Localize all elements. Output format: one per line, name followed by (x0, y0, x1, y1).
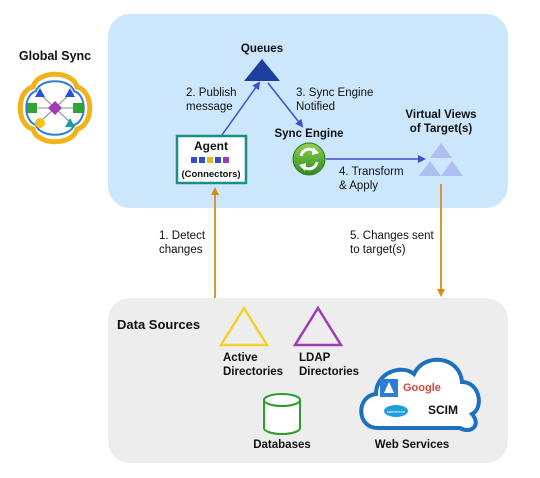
logo-flower-inner (25, 80, 85, 136)
agent-node: Agent (Connectors) (175, 134, 248, 185)
arrow-agent-to-queues (221, 81, 261, 136)
virtual-views-triangles-icon (419, 143, 463, 176)
step-5-line-1: 5. Changes sent (350, 230, 435, 242)
web-services-cloud-icon: Google salesforce SCIM (359, 357, 481, 433)
logo-square-green-icon (27, 103, 37, 113)
agent-sublabel: (Connectors) (181, 169, 240, 180)
virtual-views-line-1: Virtual Views (405, 109, 476, 121)
logo-square-green-right-icon (73, 103, 83, 113)
logo-title: Global Sync (19, 49, 91, 63)
salesforce-cloud-icon (384, 405, 408, 417)
step-1-line-2: changes (159, 244, 203, 256)
sync-engine-label: Sync Engine (274, 128, 343, 140)
agent-connector-icons (191, 157, 229, 163)
step-3-line-1: 3. Sync Engine (296, 87, 373, 99)
agent-label: Agent (194, 139, 228, 153)
step-3-line-2: Notified (296, 101, 335, 113)
queues-triangle-icon (244, 59, 280, 81)
ldap-directories-line-2: Directories (299, 366, 359, 378)
database-cylinder-icon (263, 393, 301, 435)
ldap-directories-triangle-icon (292, 305, 344, 347)
arrow-queues-to-sync-engine (267, 82, 304, 128)
step-4-line-2: & Apply (339, 180, 378, 192)
queues-label: Queues (241, 43, 283, 55)
logo-diamond-purple-icon (48, 101, 62, 115)
virtual-views-line-2: of Target(s) (410, 123, 473, 135)
cloud-google-text: Google (403, 382, 441, 394)
active-directories-line-2: Directories (223, 366, 283, 378)
logo-triangle-teal-icon (65, 118, 75, 127)
step-2-line-1: 2. Publish (186, 87, 237, 99)
global-sync-logo: Global Sync (17, 49, 93, 145)
logo-circle-yellow-icon (35, 118, 45, 128)
sync-engine-icon (292, 142, 326, 176)
logo-triangle-blue-left-icon (35, 88, 45, 97)
web-services-label: Web Services (375, 439, 450, 451)
databases-label: Databases (253, 439, 311, 451)
cloud-salesforce-text: salesforce (387, 409, 406, 414)
ldap-directories-line-1: LDAP (299, 352, 331, 364)
cloud-scim-text: SCIM (428, 403, 458, 417)
logo-triangle-blue-right-icon (65, 88, 75, 97)
active-directories-line-1: Active (223, 352, 258, 364)
step-5-line-2: to target(s) (350, 244, 406, 256)
step-1-line-1: 1. Detect (159, 230, 206, 242)
step-4-line-1: 4. Transform (339, 166, 404, 178)
data-sources-title: Data Sources (117, 317, 200, 332)
step-2-line-2: message (186, 101, 233, 113)
active-directories-triangle-icon (218, 305, 270, 347)
